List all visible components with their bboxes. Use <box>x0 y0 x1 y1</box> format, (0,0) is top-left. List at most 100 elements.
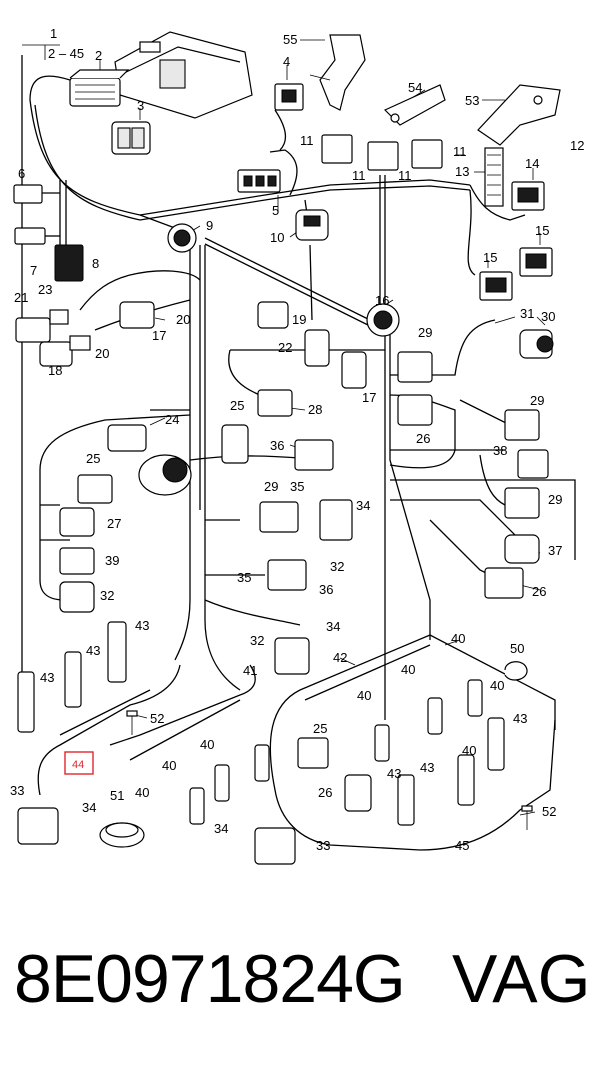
connector-32a <box>59 581 95 613</box>
callout-43d: 43 <box>513 711 527 726</box>
callout-38: 38 <box>493 443 507 458</box>
connector-15b <box>479 271 513 301</box>
callout-11a: 11 <box>300 133 314 148</box>
callout-43c: 43 <box>40 670 54 685</box>
connector-6 <box>13 184 43 204</box>
connector-25c <box>297 737 329 769</box>
callout-6: 6 <box>18 166 25 181</box>
callout-17b: 17 <box>362 390 376 405</box>
connector-25b <box>221 424 249 464</box>
grommet-16 <box>366 303 400 337</box>
callout-25b: 25 <box>86 451 100 466</box>
connector-23 <box>15 309 69 343</box>
callout-53: 53 <box>465 93 479 108</box>
connector-33a <box>17 807 59 845</box>
callout-40d: 40 <box>490 678 504 693</box>
callout-33b: 33 <box>316 838 330 853</box>
callout-26c: 26 <box>318 785 332 800</box>
ignition-coils <box>17 621 505 826</box>
callout-19: 19 <box>292 312 306 327</box>
harness-wires <box>21 55 576 851</box>
callout-15b: 15 <box>483 250 497 265</box>
callout-18: 18 <box>48 363 62 378</box>
connector-24 <box>107 424 147 452</box>
relay-module <box>69 69 130 107</box>
bracket-55 <box>309 34 366 111</box>
connector-30 <box>519 329 554 359</box>
connector-20b <box>39 335 91 367</box>
connector-32b <box>319 499 353 541</box>
callout-7: 7 <box>30 263 37 278</box>
callout-12: 12 <box>570 138 584 153</box>
callout-29c: 29 <box>264 479 278 494</box>
injectors <box>189 679 483 825</box>
brand-label: VAG <box>452 941 591 1017</box>
callout-55: 55 <box>283 32 297 47</box>
callout-25a: 25 <box>230 398 244 413</box>
callout-11c: 11 <box>398 168 412 183</box>
connector-26a <box>397 394 433 426</box>
callout-37: 37 <box>548 543 562 558</box>
callout-41: 41 <box>243 663 257 678</box>
callout-42: 42 <box>333 650 347 665</box>
callout-14: 14 <box>525 156 539 171</box>
connector-14 <box>511 181 545 211</box>
callout-32a: 32 <box>330 559 344 574</box>
callout-24: 24 <box>165 412 179 427</box>
callout-36b: 36 <box>319 582 333 597</box>
connector-35 <box>267 559 307 591</box>
bracket-53 <box>477 84 561 146</box>
connector-29b <box>259 501 299 533</box>
connector-3 <box>111 121 151 155</box>
leader-lines <box>22 39 546 816</box>
callout-40e: 40 <box>200 737 214 752</box>
callout-34a: 34 <box>356 498 370 513</box>
callout-52b: 52 <box>542 804 556 819</box>
wiring-harness-diagram: 1 2 – 45 2 3 55 4 54 53 11 11 11 11 13 1… <box>10 26 584 865</box>
callout-1: 1 <box>50 26 57 41</box>
callout-27: 27 <box>107 516 121 531</box>
callout-2: 2 <box>95 48 102 63</box>
connector-22 <box>304 329 330 367</box>
callout-44: 44 <box>72 759 84 771</box>
callout-40h: 40 <box>135 785 149 800</box>
callout-15a: 15 <box>535 223 549 238</box>
callout-31: 31 <box>520 306 534 321</box>
callout-3: 3 <box>137 98 144 113</box>
callout-36a: 36 <box>270 438 284 453</box>
callout-23: 23 <box>38 282 52 297</box>
connector-26c <box>344 774 372 812</box>
connector-32c <box>274 637 310 675</box>
callout-13: 13 <box>455 164 469 179</box>
callout-52a: 52 <box>150 711 164 726</box>
callout-26b: 26 <box>532 584 546 599</box>
connector-15a <box>519 247 553 277</box>
callout-26a: 26 <box>416 431 430 446</box>
callout-40b: 40 <box>401 662 415 677</box>
part-number-label: 8E0971824G <box>14 941 406 1017</box>
callout-20b: 20 <box>95 346 109 361</box>
screw-52b <box>521 805 533 830</box>
connector-12 <box>484 147 504 207</box>
connector-39 <box>59 547 95 575</box>
callout-54: 54 <box>408 80 422 95</box>
connector-8 <box>54 244 84 282</box>
connector-27 <box>59 507 95 537</box>
callout-32b: 32 <box>100 588 114 603</box>
connector-19 <box>257 301 289 329</box>
connector-7 <box>14 227 46 245</box>
callout-43f: 43 <box>387 766 401 781</box>
callout-39: 39 <box>105 553 119 568</box>
callout-43b: 43 <box>86 643 100 658</box>
callout-43e: 43 <box>420 760 434 775</box>
callout-30: 30 <box>541 309 555 324</box>
connector-33b <box>254 827 296 865</box>
connector-4 <box>274 83 304 111</box>
callout-28: 28 <box>308 402 322 417</box>
clip-50 <box>504 661 528 681</box>
callout-11d: 11 <box>453 144 467 159</box>
callout-34c: 34 <box>82 800 96 815</box>
callout-34b: 34 <box>326 619 340 634</box>
connector-29a <box>397 351 433 383</box>
callout-20a: 20 <box>176 312 190 327</box>
